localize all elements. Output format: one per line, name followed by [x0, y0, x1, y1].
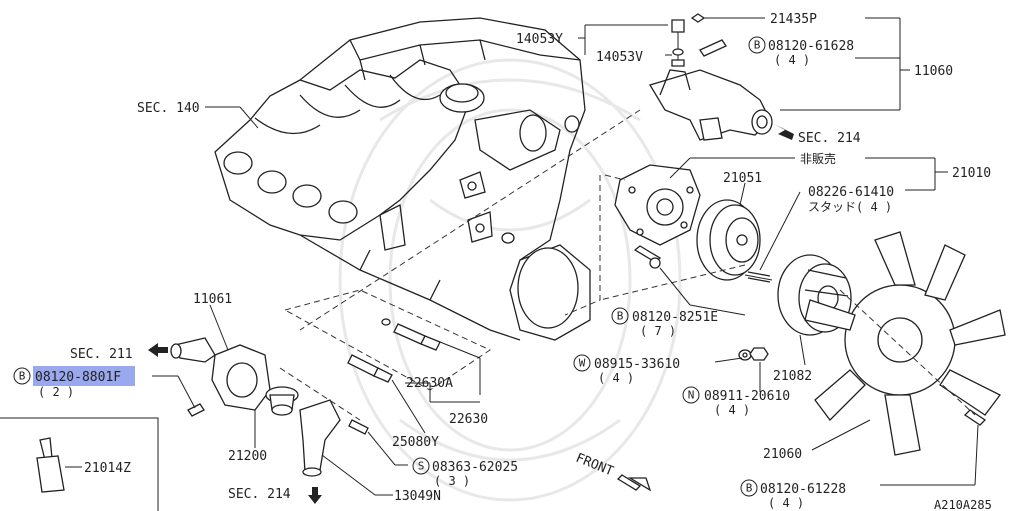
pump-pulley [696, 199, 761, 281]
figure-code: A210A285 [934, 498, 992, 511]
label-13049n[interactable]: 13049N [394, 489, 441, 504]
leader-lines [65, 17, 979, 496]
label-sec214-top[interactable]: SEC. 214 [798, 131, 861, 146]
svg-text:B: B [754, 39, 761, 52]
fan-bolt [633, 245, 773, 283]
label-08120-8801f-qty: ( 2 ) [38, 385, 74, 399]
label-08363-62025-qty: ( 3 ) [434, 474, 470, 488]
gasket-pieces [459, 171, 515, 244]
label-08120-61228[interactable]: 08120-61228 [760, 482, 846, 497]
label-08120-8251e[interactable]: 08120-8251E [632, 310, 718, 325]
label-14053y[interactable]: 14053Y [516, 32, 563, 47]
label-25080y[interactable]: 25080Y [392, 435, 439, 450]
circle-b-8801f: B [13, 367, 31, 385]
label-21435p[interactable]: 21435P [770, 12, 817, 27]
label-21200[interactable]: 21200 [228, 449, 267, 464]
label-21051[interactable]: 21051 [723, 171, 762, 186]
water-pump [614, 164, 701, 246]
label-08226-61410[interactable]: 08226-61410 [808, 185, 894, 200]
water-outlet-assembly [649, 13, 773, 141]
watermark-crest [338, 58, 682, 502]
circle-w-33610: W [573, 354, 591, 372]
label-22630[interactable]: 22630 [449, 412, 488, 427]
circle-s-62025: S [412, 457, 430, 475]
label-front: FRONT [574, 451, 616, 480]
label-08120-8251e-qty: ( 7 ) [640, 324, 676, 338]
label-08120-61628-qty: ( 4 ) [774, 53, 810, 67]
cooling-fan [804, 231, 1006, 456]
thermostat [265, 386, 299, 416]
label-08915-33610-qty: ( 4 ) [598, 371, 634, 385]
circle-b-61228: B [740, 479, 758, 497]
label-08120-61628[interactable]: 08120-61628 [768, 39, 854, 54]
label-sec211[interactable]: SEC. 211 [70, 347, 133, 362]
label-21082[interactable]: 21082 [773, 369, 812, 384]
label-sec214-bottom[interactable]: SEC. 214 [228, 487, 291, 502]
cylinder-head [299, 17, 591, 341]
sensors [347, 318, 441, 435]
svg-text:B: B [19, 370, 26, 383]
circle-b-8251e: B [611, 307, 629, 325]
label-08120-61228-qty: ( 4 ) [768, 496, 804, 510]
svg-text:N: N [688, 389, 695, 402]
label-sec140[interactable]: SEC. 140 [137, 101, 200, 116]
label-14053v[interactable]: 14053V [596, 50, 643, 65]
circle-b-61628: B [748, 36, 766, 54]
label-08120-8801f[interactable]: 08120-8801F [35, 370, 121, 385]
label-11060[interactable]: 11060 [914, 64, 953, 79]
label-stud4: スタッド( 4 ) [808, 200, 892, 214]
water-inlet-housing [170, 337, 271, 417]
direction-arrows [148, 124, 794, 504]
label-08363-62025[interactable]: 08363-62025 [432, 460, 518, 475]
washers-nuts [738, 347, 987, 426]
label-11061[interactable]: 11061 [193, 292, 232, 307]
part-labels: SEC. 140 14053Y 14053V 21435P 08120-6162… [35, 12, 992, 511]
label-08911-20610[interactable]: 08911-20610 [704, 389, 790, 404]
intake-manifold [214, 59, 471, 251]
label-21014z[interactable]: 21014Z [84, 461, 131, 476]
label-hanbaibai: 非販売 [800, 151, 836, 166]
svg-text:S: S [418, 460, 425, 473]
circled-letters: B B B W N S B [13, 36, 766, 497]
label-08915-33610[interactable]: 08915-33610 [594, 357, 680, 372]
circle-n-20610: N [682, 386, 700, 404]
phantom-lines [279, 109, 976, 421]
label-21010[interactable]: 21010 [952, 166, 991, 181]
label-21060[interactable]: 21060 [763, 447, 802, 462]
label-08911-20610-qty: ( 4 ) [714, 403, 750, 417]
inset-box [0, 417, 159, 511]
svg-text:B: B [746, 482, 753, 495]
svg-text:B: B [617, 310, 624, 323]
svg-text:W: W [579, 357, 586, 370]
label-highlight [33, 366, 135, 386]
label-22630a[interactable]: 22630A [406, 376, 453, 391]
